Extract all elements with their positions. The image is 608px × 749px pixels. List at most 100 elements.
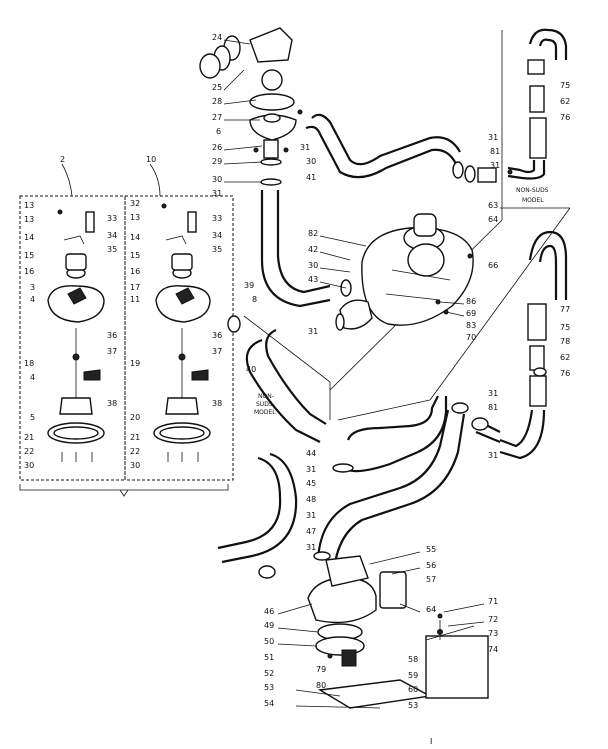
label-34: 34 — [212, 231, 222, 240]
fasteners — [57, 109, 513, 635]
section-dividers — [243, 30, 571, 421]
label-33: 33 — [107, 214, 117, 223]
central-pump-motor — [339, 213, 474, 330]
label-31: 31 — [488, 133, 498, 142]
leader-lines — [223, 39, 485, 647]
label-78: 78 — [560, 337, 570, 346]
label-16: 16 — [24, 267, 34, 276]
label-26: 26 — [212, 143, 222, 152]
pump-assembly-b — [153, 211, 211, 462]
label-13: 13 — [24, 215, 34, 224]
label-31: 31 — [212, 189, 222, 198]
note-model-top: MODEL — [522, 197, 544, 204]
label-35: 35 — [107, 245, 117, 254]
label-76: 76 — [560, 113, 570, 122]
label-15: 15 — [130, 251, 140, 260]
label-19: 19 — [130, 359, 140, 368]
label-14: 14 — [24, 233, 34, 242]
label-66: 66 — [488, 261, 498, 270]
hose-runs — [217, 113, 501, 571]
label-34: 34 — [107, 231, 117, 240]
label-71: 71 — [488, 597, 498, 606]
label-4: 4 — [30, 295, 35, 304]
nonsuds-column-mid — [499, 230, 568, 460]
label-83: 83 — [466, 321, 476, 330]
label-2: 2 — [60, 155, 65, 164]
label-81: 81 — [490, 147, 500, 156]
nonsuds-column-top — [507, 28, 568, 180]
model-notes: NON-SUDS MODEL NON- SUDS MODEL — [254, 187, 549, 416]
valve-assembly — [295, 555, 489, 709]
label-73: 73 — [488, 629, 498, 638]
label-30: 30 — [212, 175, 222, 184]
label-5: 5 — [30, 413, 35, 422]
label-30: 30 — [24, 461, 34, 470]
label-82: 82 — [308, 229, 318, 238]
label-69: 69 — [466, 309, 476, 318]
label-37: 37 — [107, 347, 117, 356]
label-63: 63 — [488, 201, 498, 210]
note-nonsuds-mid-1: NON- — [258, 393, 274, 400]
label-13: 13 — [130, 213, 140, 222]
label-75: 75 — [560, 323, 570, 332]
label-22: 22 — [130, 447, 140, 456]
top-fitting-stack — [199, 27, 297, 186]
label-38: 38 — [107, 399, 117, 408]
label-60: 60 — [408, 685, 418, 694]
label-47: 47 — [306, 527, 316, 536]
label-81: 81 — [488, 403, 498, 412]
label-50: 50 — [264, 637, 274, 646]
label-30: 30 — [130, 461, 140, 470]
label-16: 16 — [130, 267, 140, 276]
label-55: 55 — [426, 545, 436, 554]
label-25: 25 — [212, 83, 222, 92]
note-nonsuds-mid-2: SUDS — [256, 401, 273, 408]
label-31: 31 — [488, 389, 498, 398]
part-labels: 2 10 13 13 33 14 34 35 15 16 3 4 36 37 1… — [24, 33, 570, 746]
label-20: 20 — [130, 413, 140, 422]
label-49: 49 — [264, 621, 274, 630]
label-8: 8 — [252, 295, 257, 304]
label-42: 42 — [308, 245, 318, 254]
label-36: 36 — [107, 331, 117, 340]
label-28: 28 — [212, 97, 222, 106]
label-31: 31 — [306, 465, 316, 474]
label-i: I — [430, 737, 432, 746]
label-56: 56 — [426, 561, 436, 570]
label-45: 45 — [306, 479, 316, 488]
label-41: 41 — [306, 173, 316, 182]
label-62: 62 — [560, 97, 570, 106]
label-24: 24 — [212, 33, 222, 42]
label-58: 58 — [408, 655, 418, 664]
label-4b: 4 — [30, 373, 35, 382]
label-64b: 64 — [426, 605, 436, 614]
label-36: 36 — [212, 331, 222, 340]
label-27: 27 — [212, 113, 222, 122]
label-31: 31 — [306, 543, 316, 552]
label-53b: 53 — [408, 701, 418, 710]
label-64: 64 — [488, 215, 498, 224]
label-75: 75 — [560, 81, 570, 90]
label-48: 48 — [306, 495, 316, 504]
label-51: 51 — [264, 653, 274, 662]
label-43: 43 — [308, 275, 318, 284]
label-15: 15 — [24, 251, 34, 260]
label-44: 44 — [306, 449, 316, 458]
label-74: 74 — [488, 645, 498, 654]
label-31: 31 — [308, 327, 318, 336]
label-80: 80 — [316, 681, 326, 690]
label-62: 62 — [560, 353, 570, 362]
label-79: 79 — [316, 665, 326, 674]
label-70: 70 — [466, 333, 476, 342]
label-40: 40 — [246, 365, 256, 374]
label-6: 6 — [216, 127, 221, 136]
label-54: 54 — [264, 699, 274, 708]
label-52: 52 — [264, 669, 274, 678]
variant-box-left — [19, 163, 234, 497]
label-31: 31 — [490, 161, 500, 170]
label-38: 38 — [212, 399, 222, 408]
label-32: 32 — [130, 199, 140, 208]
label-76: 76 — [560, 369, 570, 378]
